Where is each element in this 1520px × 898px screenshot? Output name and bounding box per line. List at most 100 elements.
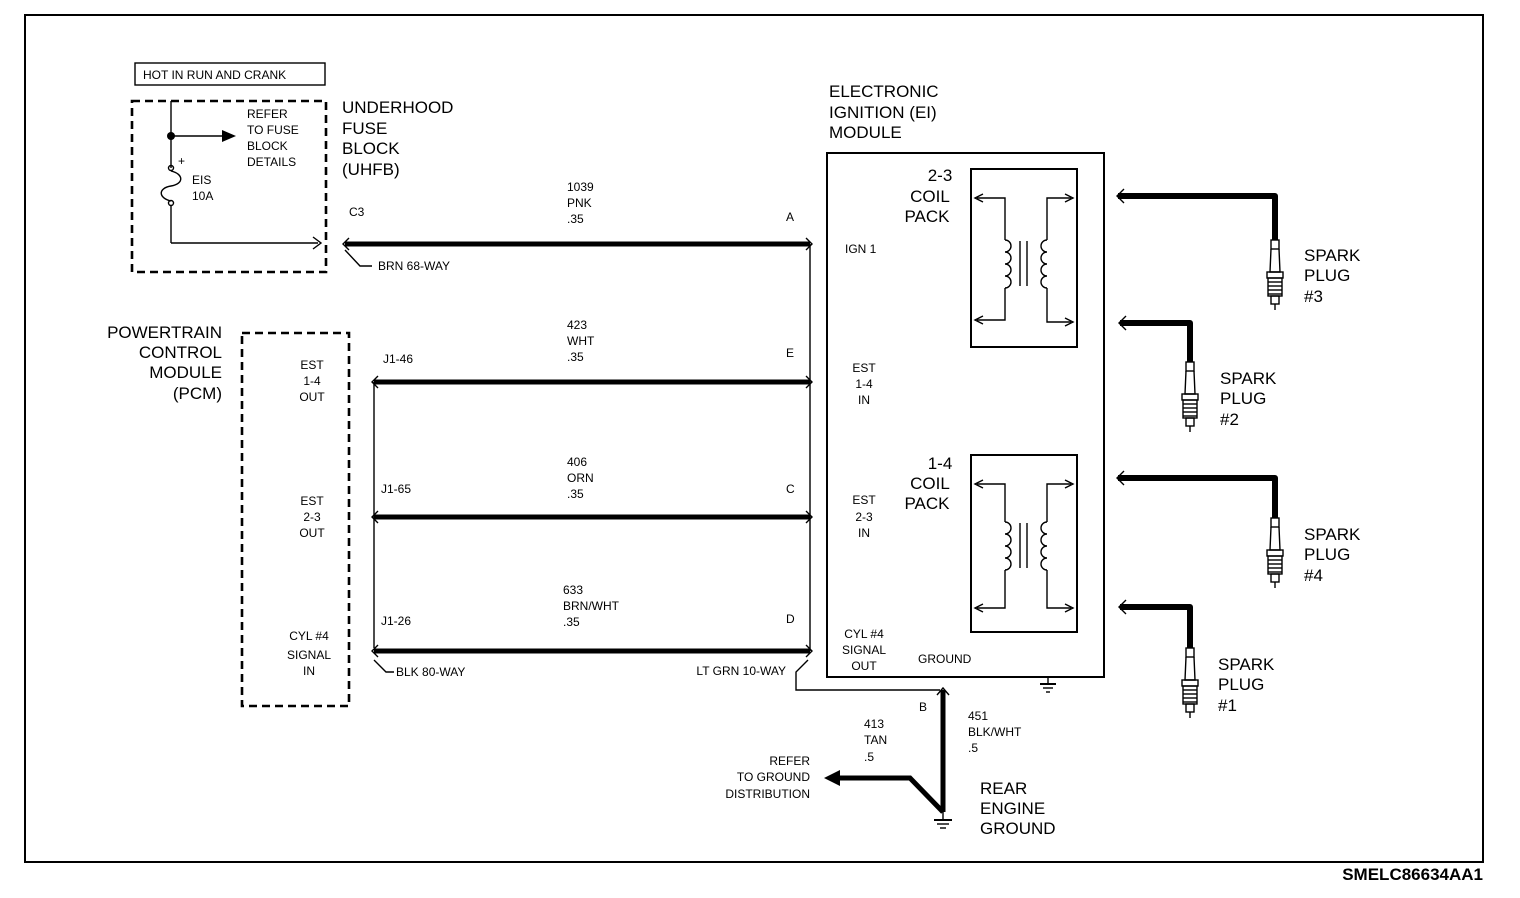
pcm-title-0: POWERTRAIN [107, 323, 222, 342]
ground-refer-0: REFER [769, 754, 810, 768]
plug1-2: #1 [1218, 696, 1237, 715]
ei-module-box [826, 152, 1105, 678]
wire-633-circuit: 633 [563, 583, 583, 597]
spark-plug-3-icon [1266, 239, 1284, 311]
ei-cyl4-2: OUT [851, 659, 877, 673]
pcm-connector: BLK 80-WAY [396, 665, 465, 679]
spark-plug-labels: SPARK PLUG #3 SPARK PLUG #2 SPARK PLUG #… [1218, 246, 1361, 715]
spark-plug-2-icon [1181, 361, 1199, 433]
plug2-1: PLUG [1220, 389, 1266, 408]
ground-section: B 413 TAN .5 451 BLK/WHT .5 REFER TO GRO… [725, 686, 1056, 838]
uhfb-title-3: (UHFB) [342, 160, 400, 179]
wire-406-from-pin: J1-65 [381, 482, 411, 496]
wire-451-color: BLK/WHT [968, 725, 1022, 739]
pcm-t3-0: CYL #4 [289, 629, 329, 643]
coil-secondary-icon [1040, 239, 1048, 289]
wire-451-circuit: 451 [968, 709, 988, 723]
wire-423-circuit: 423 [567, 318, 587, 332]
fuse-icon [160, 170, 182, 202]
coil23-1: COIL [910, 187, 950, 206]
rear-engine-ground-icon [934, 812, 952, 829]
coil-secondary-icon [1040, 521, 1048, 571]
wire-1039-gauge: .35 [567, 212, 584, 226]
ei-est14-2: IN [858, 393, 870, 407]
wire-413-circuit: 413 [864, 717, 884, 731]
ei-est23-1: 2-3 [855, 510, 873, 524]
wire-413-color: TAN [864, 733, 887, 747]
ei-est23-0: EST [852, 493, 876, 507]
refer-arrow-icon [222, 130, 236, 142]
ground-refer-arrow-icon [824, 770, 840, 786]
plug2-0: SPARK [1220, 369, 1277, 388]
pcm-t2-1: 2-3 [303, 510, 321, 524]
wire-406-to-pin: C [786, 482, 795, 496]
ei-est23-2: IN [858, 526, 870, 540]
wire-633-color: BRN/WHT [563, 599, 620, 613]
coil-primary-icon [1004, 239, 1012, 289]
coil14-2: PACK [904, 494, 950, 513]
plug2-2: #2 [1220, 410, 1239, 429]
ei-module-section: ELECTRONIC IGNITION (EI) MODULE IGN 1 ES… [826, 82, 1105, 693]
ground-refer-1: TO GROUND [737, 770, 810, 784]
wires: 1039 PNK .35 A 423 WHT .35 J1-46 E 406 O… [342, 180, 940, 691]
ei-title-0: ELECTRONIC [829, 82, 939, 101]
fuse-name: EIS [192, 173, 211, 187]
ei-ground: GROUND [918, 652, 972, 666]
wire-423-color: WHT [567, 334, 595, 348]
plug3-0: SPARK [1304, 246, 1361, 265]
wire-633-gauge: .35 [563, 615, 580, 629]
uhfb-title-2: BLOCK [342, 139, 400, 158]
pcm-title-3: (PCM) [173, 384, 222, 403]
pcm-t1-1: 1-4 [303, 374, 321, 388]
pcm-title-2: MODULE [149, 363, 222, 382]
ground-refer-2: DISTRIBUTION [725, 787, 810, 801]
spark-plug-4-icon [1266, 517, 1284, 589]
diagram-code: SMELC86634AA1 [1342, 865, 1483, 884]
pcm-t1-0: EST [300, 358, 324, 372]
uhfb-pin: C3 [349, 205, 365, 219]
spark-plug-leads [1116, 188, 1278, 648]
uhfb-connector: BRN 68-WAY [378, 259, 450, 273]
hot-label-box [134, 62, 326, 86]
coil-pack-23 [970, 168, 1078, 348]
ground-title-2: GROUND [980, 819, 1056, 838]
wire-423-to-pin: E [786, 346, 794, 360]
uhfb-refer-1: TO FUSE [247, 123, 299, 137]
ei-ign: IGN 1 [845, 242, 877, 256]
ground-pin: B [919, 700, 927, 714]
wire-1039-circuit: 1039 [567, 180, 594, 194]
plug3-2: #3 [1304, 287, 1323, 306]
uhfb-title-1: FUSE [342, 119, 387, 138]
plug3-1: PLUG [1304, 266, 1350, 285]
ei-connector: LT GRN 10-WAY [696, 664, 786, 678]
ei-est14-0: EST [852, 361, 876, 375]
fuse-rating: 10A [192, 189, 213, 203]
ground-title-1: ENGINE [980, 799, 1045, 818]
uhfb-title-0: UNDERHOOD [342, 98, 453, 117]
wire-413-gauge: .5 [864, 750, 874, 764]
wire-1039-to-pin: A [786, 210, 794, 224]
plug4-0: SPARK [1304, 525, 1361, 544]
ei-cyl4-1: SIGNAL [842, 643, 886, 657]
wire-406-color: ORN [567, 471, 594, 485]
wire-406-circuit: 406 [567, 455, 587, 469]
uhfb-refer-3: DETAILS [247, 155, 296, 169]
plug1-1: PLUG [1218, 675, 1264, 694]
pcm-section: POWERTRAIN CONTROL MODULE (PCM) EST 1-4 … [107, 323, 465, 708]
coil14-1: COIL [910, 474, 950, 493]
spark-plug-1-icon [1181, 647, 1199, 719]
ei-est14-1: 1-4 [855, 377, 873, 391]
coil23-0: 2-3 [928, 166, 953, 185]
ei-title-1: IGNITION (EI) [829, 103, 937, 122]
pcm-t3-2: IN [303, 664, 315, 678]
coil23-2: PACK [904, 207, 950, 226]
case-ground-icon [1040, 678, 1056, 693]
hot-label: HOT IN RUN AND CRANK [143, 68, 286, 82]
ei-cyl4-0: CYL #4 [844, 627, 884, 641]
wire-1039-color: PNK [567, 196, 592, 210]
wire-423-gauge: .35 [567, 350, 584, 364]
uhfb-refer-2: BLOCK [247, 139, 288, 153]
coil14-0: 1-4 [928, 454, 953, 473]
coil-primary-icon [1004, 521, 1012, 571]
